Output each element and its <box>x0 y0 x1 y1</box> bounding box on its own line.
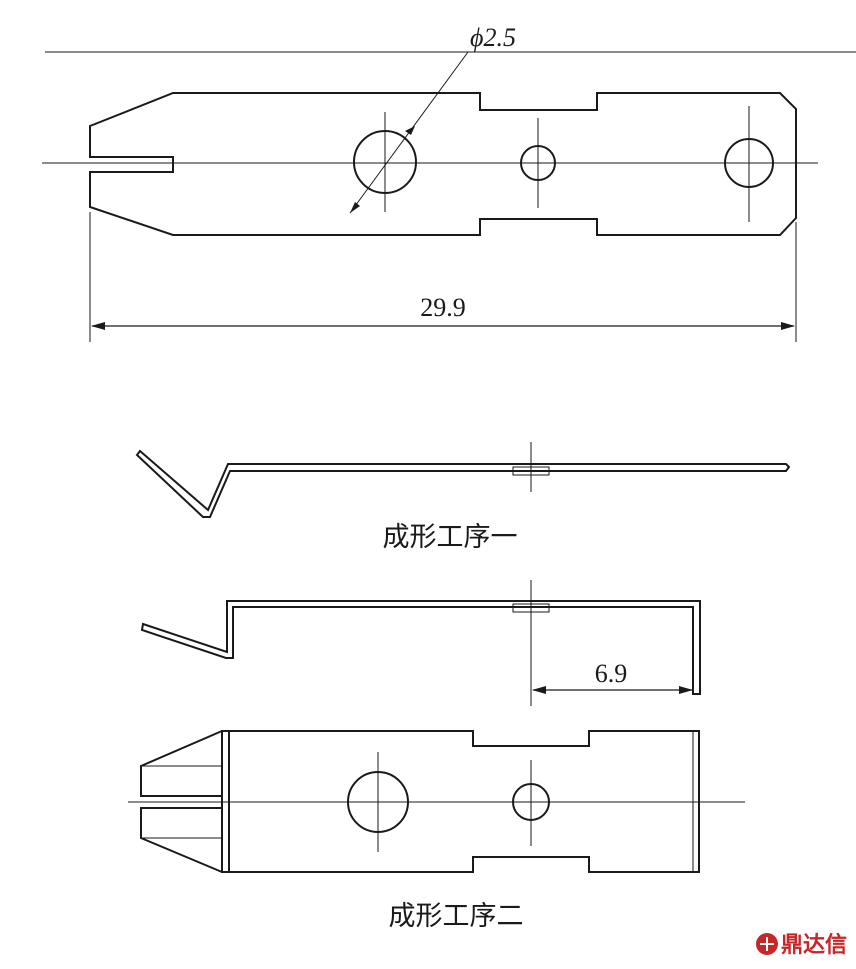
diameter-arrow-head <box>405 126 415 135</box>
diameter-arrow-tail <box>350 202 360 213</box>
forming-step-two-view: 6.9 <box>140 580 701 706</box>
forming-step-one-view: 成形工序一 <box>135 442 791 553</box>
watermark-logo-mark <box>760 937 774 951</box>
length-arrow-right <box>781 322 795 330</box>
step-one-caption: 成形工序一 <box>383 522 518 553</box>
watermark-logo: 鼎达信 <box>756 932 847 958</box>
watermark-text: 鼎达信 <box>781 932 847 958</box>
step-two-profile <box>140 600 701 695</box>
length-arrow-left <box>91 322 105 330</box>
flat-blank-outline <box>89 92 797 236</box>
length-label: 29.9 <box>420 293 466 322</box>
flat-blank-view: ϕ2.5 29.9 <box>42 23 818 342</box>
forming-step-two-plan-view: 成形工序二 <box>128 730 745 932</box>
step-two-caption: 成形工序二 <box>389 901 524 932</box>
flange-dimension-label: 6.9 <box>595 659 628 688</box>
plan-lower-prong <box>140 807 223 873</box>
step-one-profile <box>135 449 791 518</box>
flange-arrow-left <box>532 686 546 694</box>
plan-upper-prong <box>140 730 223 797</box>
flange-arrow-right <box>679 686 693 694</box>
plan-body-outline <box>221 730 700 873</box>
diameter-label: ϕ2.5 <box>470 23 516 52</box>
